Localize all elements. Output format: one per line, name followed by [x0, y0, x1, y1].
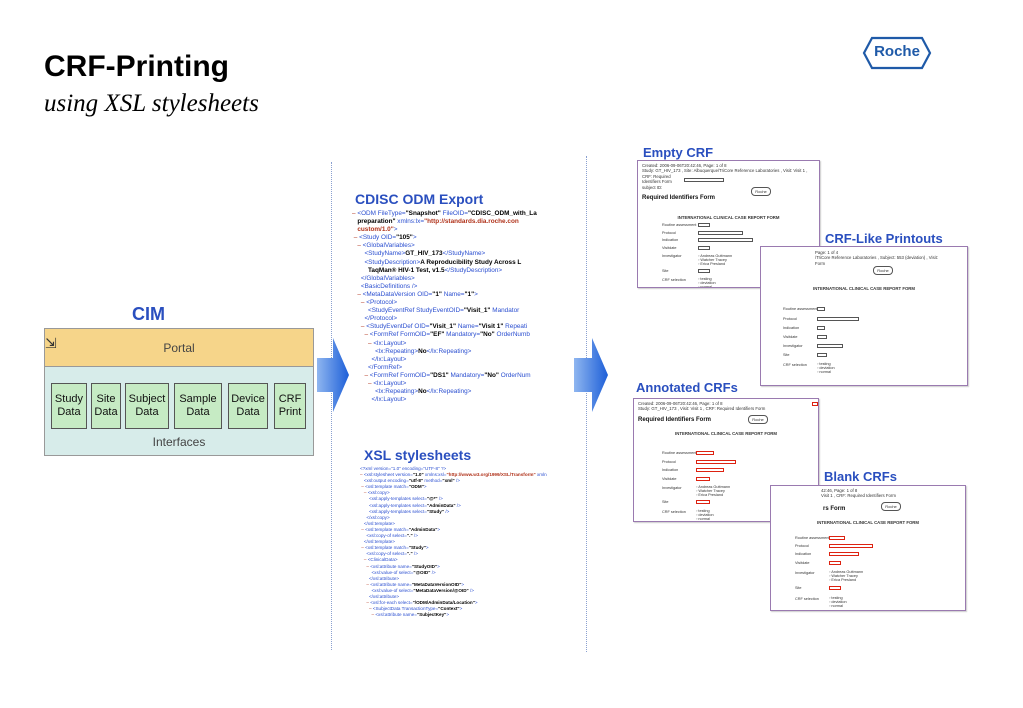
crf-like-printouts-title: CRF-Like Printouts [823, 231, 945, 246]
blank-crf-document: 42:46, Page: 1 of 8 Visit 1 , CRF: Requi… [770, 485, 966, 611]
portal-layer: Portal [45, 329, 313, 367]
page-title: CRF-Printing [44, 50, 229, 83]
cursor-icon: ⇲ [45, 335, 57, 351]
odm-xml-snippet: – <ODM FileType="Snapshot" FileOID="CDIS… [352, 210, 537, 404]
separator-right [586, 156, 587, 652]
blank-crfs-title: Blank CRFs [822, 469, 899, 484]
interfaces-layer: Interfaces [152, 435, 206, 449]
empty-crf-title: Empty CRF [643, 145, 714, 160]
arrow-right-icon [574, 338, 608, 412]
roche-logo: Roche [862, 36, 932, 70]
annotated-crfs-title: Annotated CRFs [636, 380, 738, 395]
crf-printout-document: Page: 1 of 4 /TriCore Reference Laborato… [760, 246, 968, 386]
xsl-stylesheets-title: XSL stylesheets [364, 447, 472, 463]
odm-export-title: CDISC ODM Export [355, 191, 484, 207]
separator-left [331, 162, 332, 650]
arrow-right-icon [317, 338, 349, 412]
xsl-code-snippet: <?xml version="1.0" encoding="UTF-8" ?> … [360, 466, 547, 618]
page-subtitle: using XSL stylesheets [44, 90, 259, 117]
cim-label: CIM [132, 304, 165, 324]
